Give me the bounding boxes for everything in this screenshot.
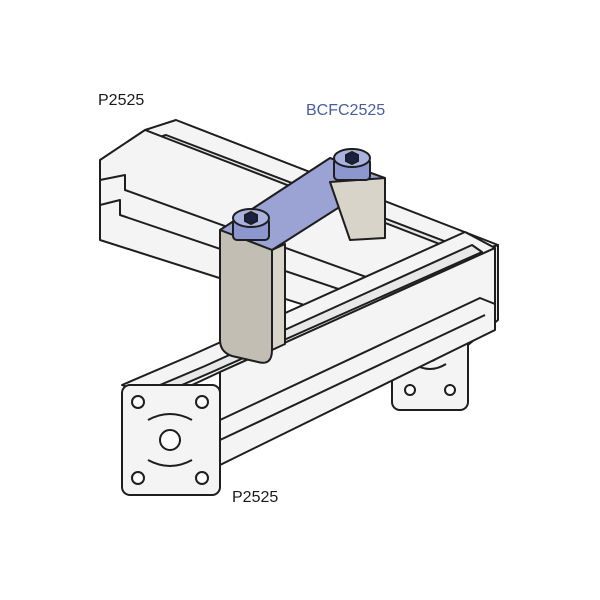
lower-profile-corner-hole-4 — [195, 471, 209, 485]
lower-profile-section-slot-web — [147, 413, 193, 467]
lower-profile-side-slot-edge — [219, 314, 486, 441]
lower-profile-label: P2525 — [232, 489, 279, 506]
screw-2-socket — [345, 150, 359, 166]
upper-profile-corner-hole-3 — [404, 384, 416, 396]
bracket-front-leg — [219, 229, 273, 364]
hex-socket-screw-icon — [232, 208, 270, 241]
bracket-screws — [232, 148, 371, 241]
lower-profile-corner-hole-2 — [195, 395, 209, 409]
upper-profile-label: P2525 — [98, 92, 145, 109]
lower-profile-side-slot — [219, 297, 496, 421]
hex-socket-screw-icon — [333, 148, 371, 181]
upper-profile-corner-hole-4 — [444, 384, 456, 396]
lower-profile-corner-hole-1 — [131, 395, 145, 409]
screw-1-socket — [244, 210, 258, 226]
lower-profile-corner-hole-3 — [131, 471, 145, 485]
bracket-label: BCFC2525 — [306, 102, 386, 119]
lower-profile-cross-section — [121, 384, 221, 496]
lower-profile-center-bore — [159, 429, 181, 451]
bracket-front-leg-side — [271, 243, 286, 351]
